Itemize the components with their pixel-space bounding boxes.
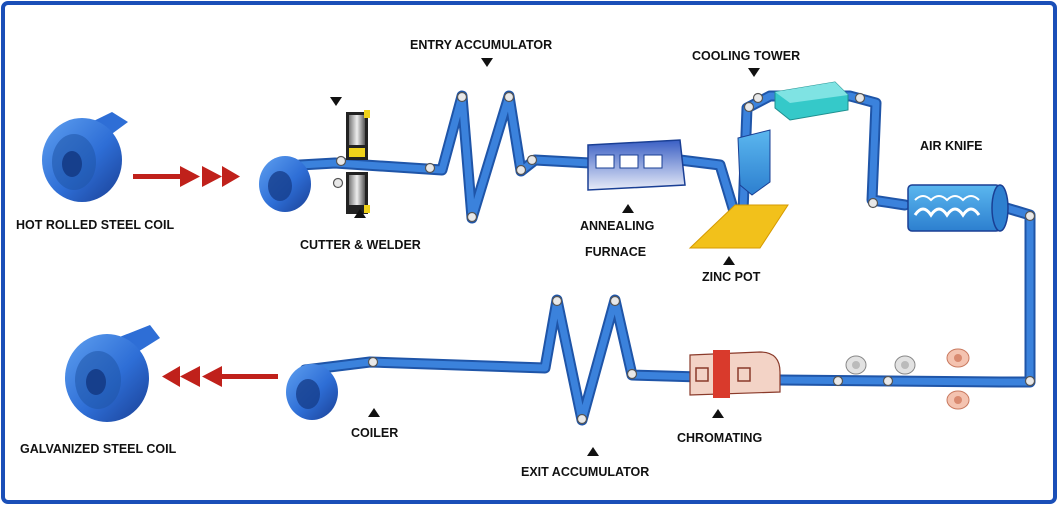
chromating-unit bbox=[689, 350, 781, 398]
galvanized-coil bbox=[65, 325, 160, 422]
skin-pass-rollers bbox=[845, 348, 970, 410]
pointer-triangle-icon bbox=[481, 58, 493, 67]
roller-icon bbox=[456, 91, 468, 103]
cooling-tower-label: COOLING TOWER bbox=[692, 49, 800, 63]
roller-icon bbox=[1024, 210, 1036, 222]
pointer-triangle-icon bbox=[712, 409, 724, 418]
roller-icon bbox=[882, 375, 894, 387]
coiler-label: COILER bbox=[351, 426, 398, 440]
cooling-tower bbox=[774, 81, 849, 121]
pointer-triangle-icon bbox=[622, 204, 634, 213]
annealing-furnace bbox=[587, 139, 686, 191]
pointer-triangle-icon bbox=[330, 97, 342, 106]
cutter-welder bbox=[330, 97, 370, 214]
snout bbox=[737, 129, 771, 196]
roller-icon bbox=[526, 154, 538, 166]
rollers bbox=[332, 91, 1036, 425]
roller-icon bbox=[743, 101, 755, 113]
hot-rolled-coil bbox=[42, 112, 128, 202]
cutter-welder-label: CUTTER & WELDER bbox=[300, 238, 421, 252]
air-knife-label: AIR KNIFE bbox=[920, 139, 983, 153]
exit-accumulator-label: EXIT ACCUMULATOR bbox=[521, 465, 649, 479]
roller-icon bbox=[832, 375, 844, 387]
roller-icon bbox=[626, 368, 638, 380]
pointer-triangle-icon bbox=[354, 209, 366, 218]
annealing-label-line1: ANNEALING bbox=[580, 219, 654, 233]
roller-icon bbox=[752, 92, 764, 104]
arrow-icon bbox=[162, 366, 278, 387]
coiler bbox=[286, 364, 338, 420]
roller-icon bbox=[1024, 375, 1036, 387]
roller-icon bbox=[854, 92, 866, 104]
roller-icon bbox=[503, 91, 515, 103]
roller-icon bbox=[551, 295, 563, 307]
roller-icon bbox=[332, 177, 344, 189]
pointer-triangle-icon bbox=[368, 408, 380, 417]
air-knife bbox=[907, 184, 1009, 232]
annealing-label-line2: FURNACE bbox=[585, 245, 646, 259]
pointer-triangle-icon bbox=[587, 447, 599, 456]
pointer-triangle-icon bbox=[723, 256, 735, 265]
roller-icon bbox=[609, 295, 621, 307]
roller-icon bbox=[867, 197, 879, 209]
arrow-icon bbox=[133, 166, 240, 187]
roller-icon bbox=[515, 164, 527, 176]
pointer-triangle-icon bbox=[748, 68, 760, 77]
uncoiler bbox=[259, 156, 311, 212]
galvanized-coil-label: GALVANIZED STEEL COIL bbox=[20, 442, 177, 456]
roller-icon bbox=[335, 155, 347, 167]
zinc-pot-label: ZINC POT bbox=[702, 270, 761, 284]
chromating-label: CHROMATING bbox=[677, 431, 762, 445]
roller-icon bbox=[367, 356, 379, 368]
roller-icon bbox=[466, 211, 478, 223]
roller-icon bbox=[576, 413, 588, 425]
zinc-pot bbox=[688, 204, 789, 249]
entry-accumulator-label: ENTRY ACCUMULATOR bbox=[410, 38, 552, 52]
hot-coil-label: HOT ROLLED STEEL COIL bbox=[16, 218, 174, 232]
roller-icon bbox=[424, 162, 436, 174]
